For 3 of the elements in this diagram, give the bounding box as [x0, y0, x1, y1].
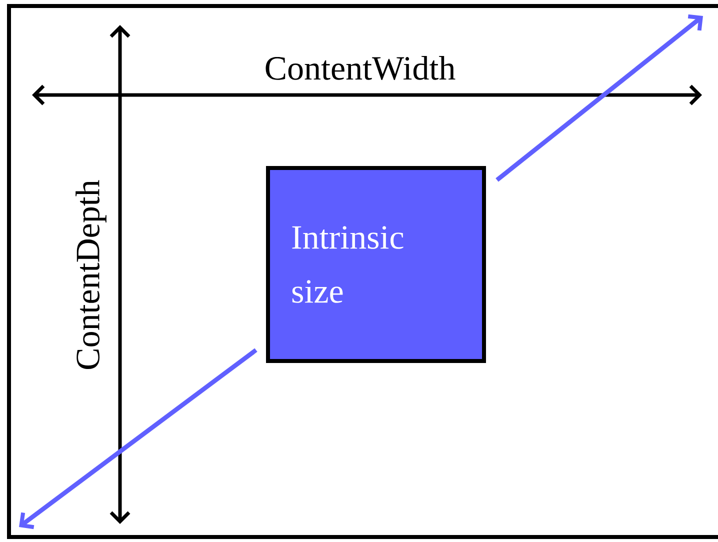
dimension-label: ContentWidth: [266, 56, 456, 80]
dimension-label: ContentDepth: [76, 180, 106, 369]
content-box: Intrinsic size: [266, 166, 486, 363]
